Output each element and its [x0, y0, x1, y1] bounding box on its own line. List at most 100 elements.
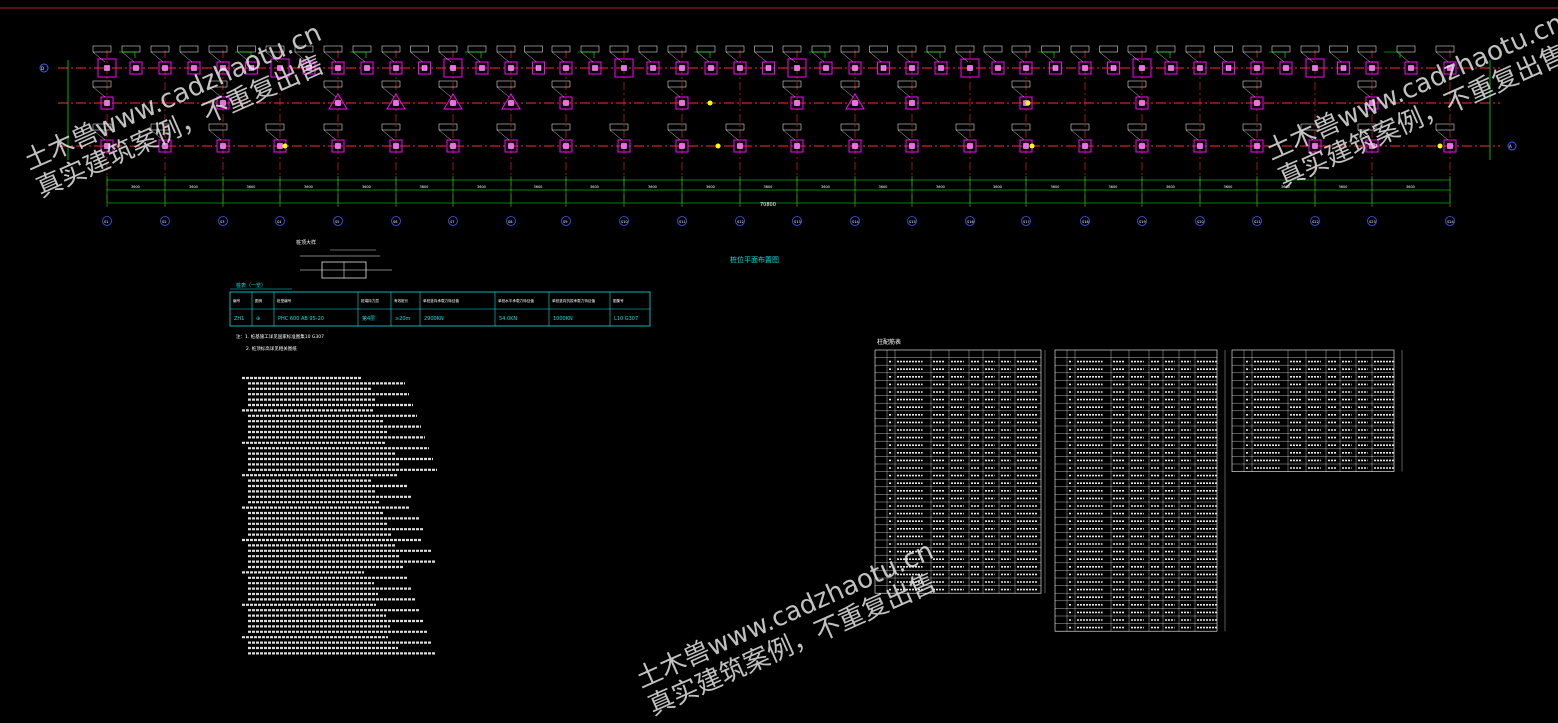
- column-marker: [1197, 65, 1203, 71]
- column-marker: [852, 100, 858, 106]
- dimension-text: 3600: [706, 185, 715, 189]
- pile-cap-triangle: [501, 93, 521, 110]
- pile-label-box: [667, 123, 687, 131]
- dimension-mark: [1154, 51, 1171, 58]
- column-marker: [1447, 65, 1453, 71]
- axis-bubble: [1137, 216, 1147, 226]
- axis-label: S12: [737, 220, 744, 224]
- column-marker: [1340, 65, 1347, 71]
- pile-label-leader: [179, 51, 193, 63]
- pile-label-leader: [524, 51, 537, 63]
- pile-label-box: [638, 45, 658, 53]
- pile-label-leader: [1011, 51, 1025, 63]
- pile-cap-square: [1019, 96, 1033, 110]
- pile-label-box: [1127, 45, 1147, 53]
- pile-label-box: [524, 45, 543, 53]
- column-marker: [852, 143, 858, 149]
- axis-label: S17: [1023, 220, 1030, 224]
- pile-label-leader: [1396, 51, 1410, 63]
- column-marker: [1082, 143, 1088, 149]
- pile-cap-square: [532, 61, 545, 75]
- pile-table-cell: ≥20m: [395, 316, 411, 322]
- pile-cap: [638, 45, 660, 75]
- pile-label-box: [840, 123, 860, 131]
- pile-label-box: [551, 123, 571, 131]
- column-marker: [1225, 65, 1232, 71]
- pile-cap: [1242, 80, 1264, 110]
- pile-cap: [323, 45, 345, 75]
- dimension-mark: [119, 51, 136, 58]
- dimension-text: 3600: [362, 185, 371, 189]
- pile-label-leader: [381, 51, 395, 63]
- pile-cap-square: [270, 58, 290, 78]
- pile-cap-square: [733, 139, 747, 153]
- pile-label-leader: [580, 51, 594, 63]
- pile-label-box: [323, 80, 343, 88]
- pile-label-leader: [609, 51, 623, 63]
- axis-bubble: [907, 216, 917, 226]
- pile-cap: [955, 123, 977, 153]
- pile-cap-square: [1337, 61, 1350, 75]
- axis-bubble: [619, 216, 629, 226]
- dimension-mark: [1384, 51, 1401, 58]
- pile-label-leader: [496, 51, 510, 63]
- column-marker: [133, 65, 139, 71]
- pile-cap-square: [1365, 139, 1379, 153]
- pile-cap-square: [504, 61, 518, 75]
- pile-label-leader: [782, 51, 796, 63]
- axis-bubble: [561, 216, 571, 226]
- pile-label-box: [840, 45, 860, 53]
- pile-label-box: [782, 123, 802, 131]
- pile-cap-square: [216, 96, 230, 110]
- pile-cap: [983, 45, 1005, 75]
- axis-label: S21: [1254, 220, 1261, 224]
- pile-cap: [926, 45, 948, 75]
- pile-label-box: [667, 80, 687, 88]
- pile-table-cell: 第4层: [362, 315, 375, 322]
- column-marker: [1369, 65, 1375, 71]
- pile-cap-square: [991, 61, 1005, 75]
- column-marker: [1023, 143, 1029, 149]
- pile-cap: [294, 45, 316, 75]
- pile-cap-square: [1305, 58, 1325, 78]
- pile-label-box: [725, 45, 745, 53]
- pile-cap-square: [819, 61, 833, 75]
- pile-label-box: [150, 45, 170, 53]
- pile-cap: [352, 45, 374, 75]
- pile-label-leader: [1070, 129, 1084, 141]
- pile-cap-square: [963, 139, 977, 153]
- column-marker: [191, 65, 197, 71]
- axis-bubble: [1080, 216, 1090, 226]
- column-marker: [909, 65, 915, 71]
- pile-cap: [1435, 45, 1457, 75]
- column-marker: [1312, 143, 1318, 149]
- axis-label: S2: [162, 220, 166, 224]
- column-marker: [450, 143, 456, 149]
- column-marker: [1139, 143, 1145, 149]
- pile-cap: [609, 45, 634, 78]
- pile-cap-square: [675, 139, 689, 153]
- column-marker: [335, 100, 341, 106]
- dimension-text: 3600: [247, 185, 256, 189]
- pile-label-box: [1242, 80, 1262, 88]
- pile-cap: [150, 45, 172, 75]
- column-marker: [967, 143, 973, 149]
- dimension-text: 3600: [1339, 185, 1348, 189]
- pile-label-box: [1357, 45, 1377, 53]
- pile-label-leader: [237, 51, 250, 63]
- pile-label-box: [1011, 80, 1031, 88]
- pile-cap-square: [934, 61, 948, 75]
- pile-cap: [496, 80, 521, 110]
- column-marker: [1082, 65, 1088, 71]
- pile-cap-square: [360, 61, 374, 75]
- pile-cap-square: [877, 61, 890, 75]
- pile-label-box: [1300, 45, 1320, 53]
- pile-label-leader: [926, 51, 940, 63]
- column-marker: [277, 65, 283, 71]
- pile-label-leader: [1242, 86, 1256, 98]
- dimension-text: 3600: [477, 185, 486, 189]
- pile-cap: [1214, 45, 1235, 75]
- pile-cap: [1300, 45, 1325, 78]
- total-dimension: 70800: [760, 202, 776, 208]
- pile-label-box: [496, 45, 516, 53]
